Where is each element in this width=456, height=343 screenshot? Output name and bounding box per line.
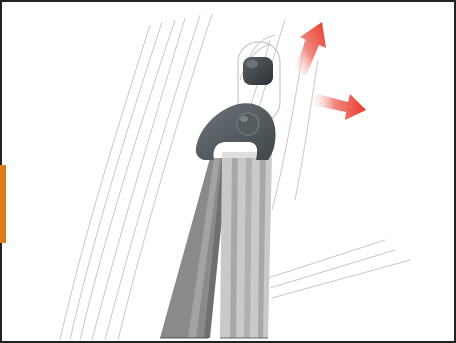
belt-strap xyxy=(160,152,272,339)
right-arrow xyxy=(308,92,366,120)
pillar-outline xyxy=(59,13,411,341)
adjuster-knob xyxy=(243,57,273,85)
section-marker-tab xyxy=(0,165,6,243)
up-right-arrow xyxy=(293,22,326,76)
belt-anchor xyxy=(195,103,276,160)
